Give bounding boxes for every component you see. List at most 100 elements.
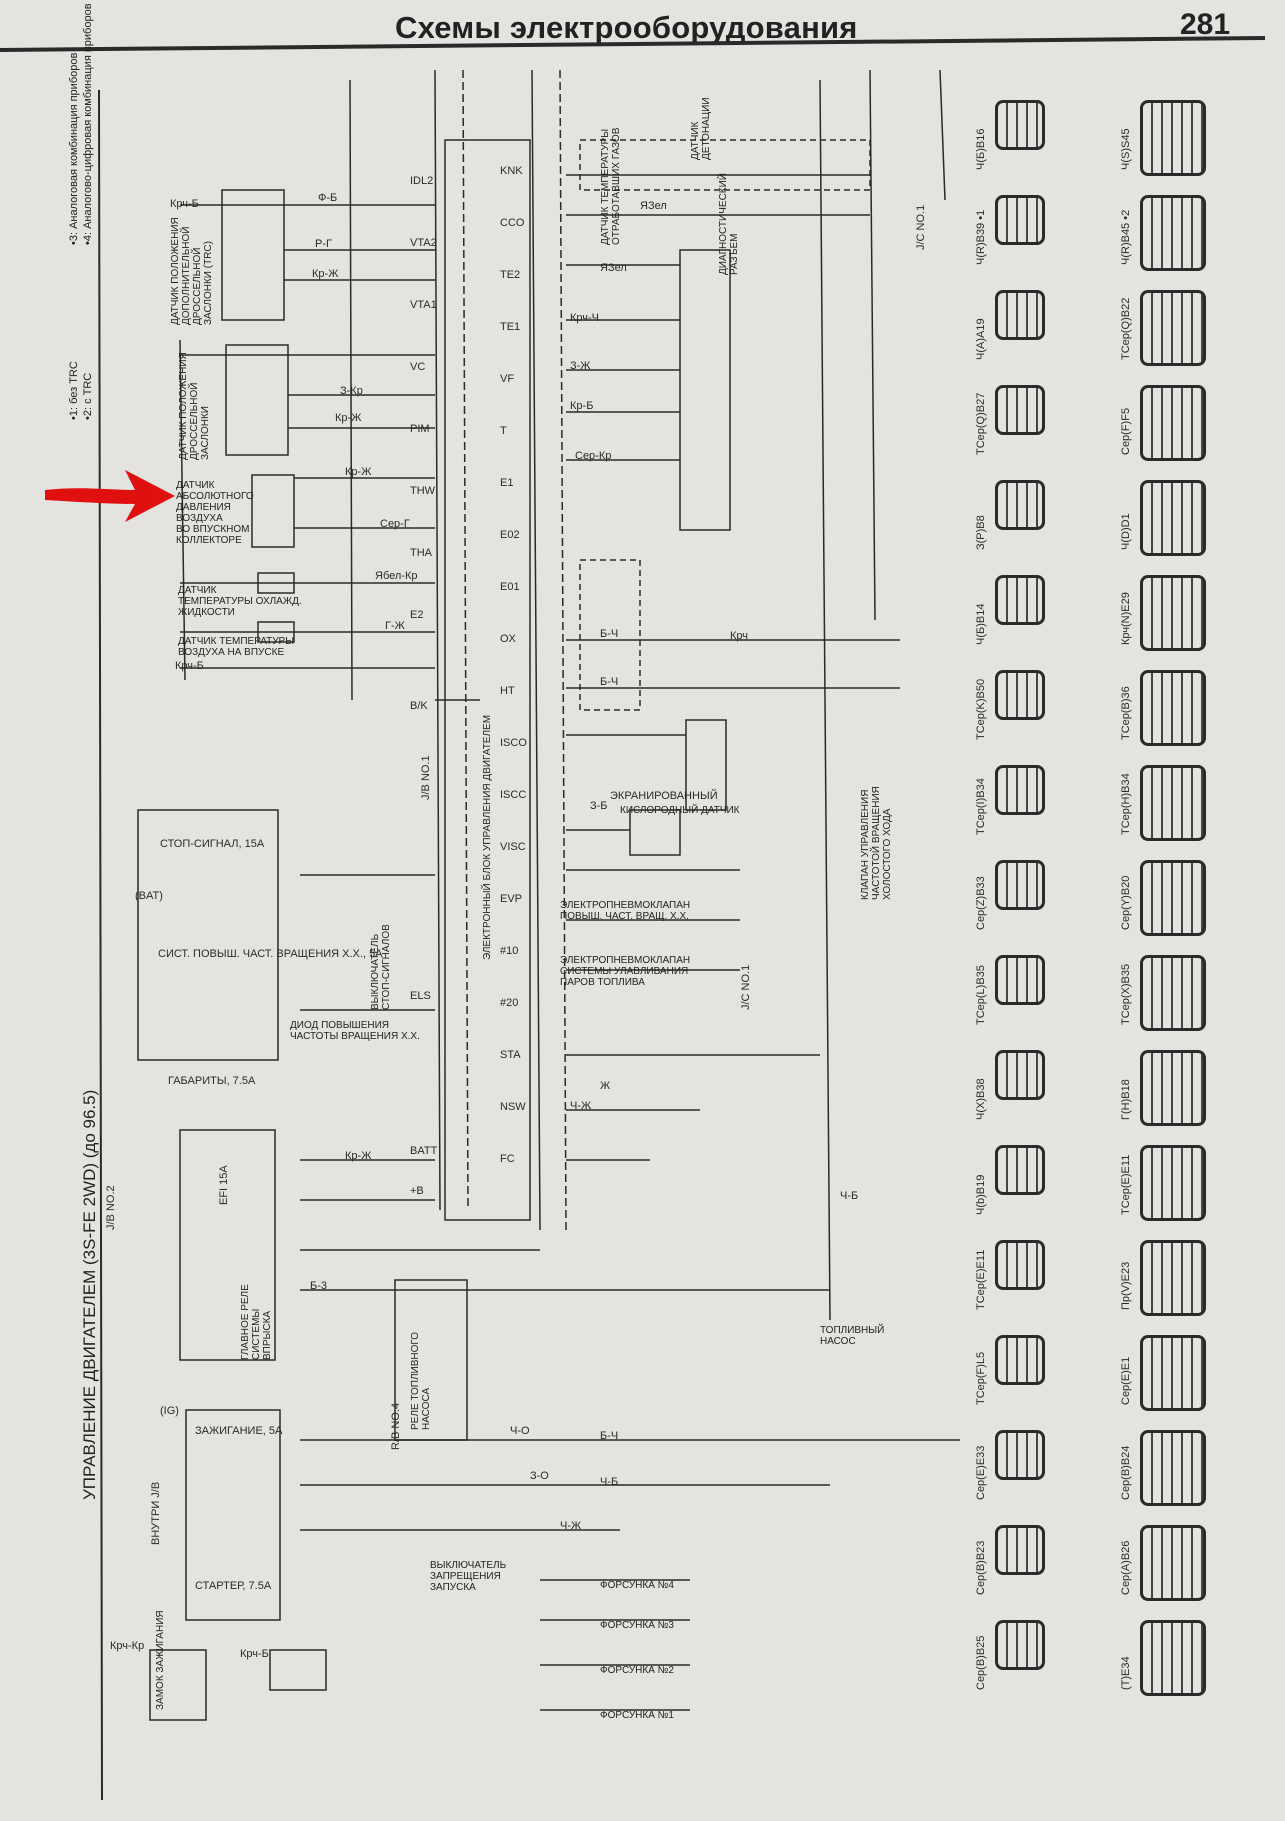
connector-label: Ч(X)B38: [975, 1078, 987, 1120]
connector-label: Сер(A)B26: [1120, 1540, 1132, 1595]
wire-color-label: Крч-Ч: [570, 312, 600, 324]
ecu-pin: OX: [500, 633, 516, 645]
connector-label: Ч(b)B19: [975, 1174, 987, 1215]
component-label: ДИОД ПОВЫШЕНИЯ ЧАСТОТЫ ВРАЩЕНИЯ Х.Х.: [290, 1020, 420, 1042]
connector-face-icon: [995, 195, 1045, 245]
component-label: ФОРСУНКА №1: [600, 1710, 674, 1721]
footnote: •1: без TRC: [68, 361, 80, 420]
fuse-label: (IG): [160, 1405, 179, 1417]
component-label: ЭЛЕКТРОННЫЙ БЛОК УПРАВЛЕНИЯ ДВИГАТЕЛЕМ: [482, 714, 493, 960]
ecu-pin: FC: [500, 1153, 515, 1165]
connector-face-icon: [995, 860, 1045, 910]
connector-label: Ч(R)B39 •1: [975, 209, 987, 265]
connector-face-icon: [995, 575, 1045, 625]
connector-face-icon: [995, 1050, 1045, 1100]
connector-label: ТСер(Q)B22: [1120, 297, 1132, 360]
connector-face-icon: [1140, 1430, 1206, 1506]
connector-label: Ч(Б)B16: [975, 128, 987, 170]
ecu-pin: KNK: [500, 165, 523, 177]
component-label: ФОРСУНКА №2: [600, 1665, 674, 1676]
component-label: ДИАГНОСТИЧЕСКИЙ РАЗЪЕМ: [718, 173, 740, 275]
ecu-pin: PIM: [410, 423, 430, 435]
fuse-label: ЗАЖИГАНИЕ, 5A: [195, 1425, 283, 1437]
connector-label: ТСер(E)E11: [1120, 1154, 1132, 1215]
connector-label: ТСер(X)B35: [1120, 963, 1132, 1025]
connector-label: Крч(N)E29: [1120, 592, 1132, 645]
connector-label: ТСер(L)B35: [975, 965, 987, 1025]
ecu-pin: #20: [500, 997, 519, 1009]
wire-color-label: Г-Ж: [385, 620, 405, 632]
component-label: ГЛАВНОЕ РЕЛЕ СИСТЕМЫ ВПРЫСКА: [240, 1284, 273, 1360]
connector-face-icon: [1140, 1620, 1206, 1696]
wire-color-label: Крч-Б: [170, 198, 199, 210]
wire-color-label: Кр-Ж: [345, 1150, 372, 1162]
ecu-pin: NSW: [500, 1101, 526, 1113]
wire-color-label: Ч-О: [510, 1425, 530, 1437]
connector-label: ТСер(I)B34: [975, 778, 987, 835]
connector-label: ТСер(Q)B27: [975, 392, 987, 455]
connector-face-icon: [995, 1525, 1045, 1575]
connector-label: Сер(Y)B20: [1120, 875, 1132, 930]
wire-color-label: Кр-Ж: [345, 466, 372, 478]
connector-label: (T)E34: [1120, 1656, 1132, 1690]
ecu-pin: THW: [410, 485, 436, 497]
wire-color-label: Крч-Кр: [110, 1640, 145, 1652]
connector-label: Г(H)B18: [1120, 1079, 1132, 1120]
ecu-pin: VISC: [500, 841, 526, 853]
ecu-pin: E01: [500, 581, 520, 593]
component-label: ЗАМОК ЗАЖИГАНИЯ: [155, 1610, 166, 1710]
connector-face-icon: [1140, 1335, 1206, 1411]
connector-label: Ч(Б)B14: [975, 603, 987, 645]
connector-label: Сер(Z)B33: [975, 876, 987, 930]
connector-label: Сер(E)E33: [975, 1445, 987, 1500]
component-label: РЕЛЕ ТОПЛИВНОГО НАСОСА: [410, 1331, 432, 1430]
connector-label: З(P)B8: [975, 515, 987, 550]
ecu-pin: VTA1: [410, 299, 437, 311]
connector-label: ТСер(E)E11: [975, 1249, 987, 1310]
wire-color-label: Ж: [600, 1080, 611, 1092]
wire-color-label: З-Кр: [340, 385, 363, 397]
component-label: ЭЛЕКТРОПНЕВМОКЛАПАН СИСТЕМЫ УЛАВЛИВАНИЯ …: [560, 955, 691, 988]
wire-color-label: З-О: [530, 1470, 549, 1482]
wire-color-label: Б-3: [310, 1280, 327, 1292]
ecu-pin: EVP: [500, 893, 523, 905]
ecu-pin: #10: [500, 945, 519, 957]
ecu-pin: E1: [500, 477, 514, 489]
ecu-pin: CCO: [500, 217, 525, 229]
wire-color-label: Сер-Кр: [575, 450, 612, 462]
footnote: •3: Аналоговая комбинация приборов: [68, 52, 80, 245]
connector-face-icon: [995, 670, 1045, 720]
connector-face-icon: [1140, 385, 1206, 461]
connector-label: ТСер(B)36: [1120, 686, 1132, 740]
ecu-pin: VTA2: [410, 237, 437, 249]
component-label: ДАТЧИК ПОЛОЖЕНИЯ ДРОССЕЛЬНОЙ ЗАСЛОНКИ: [178, 352, 211, 460]
wire-color-label: Б-Ч: [600, 628, 619, 640]
connector-face-icon: [1140, 575, 1206, 651]
component-label: ДАТЧИК АБСОЛЮТНОГО ДАВЛЕНИЯ ВОЗДУХА ВО В…: [176, 480, 254, 546]
block-label: J/B NO.1: [420, 755, 432, 800]
ecu-pin: THA: [410, 547, 432, 559]
ecu-pin: ISCO: [500, 737, 527, 749]
connector-face-icon: [1140, 480, 1206, 556]
connector-label: Сер(B)B24: [1120, 1445, 1132, 1500]
connector-face-icon: [995, 480, 1045, 530]
ecu-pin: VC: [410, 361, 426, 373]
ecu-pin: B/K: [410, 700, 428, 712]
connector-label: Ч(A)A19: [975, 318, 987, 360]
red-arrow-pointer: [45, 470, 175, 522]
component-label: ФОРСУНКА №4: [600, 1580, 674, 1591]
block-label: R/B NO.4: [390, 1402, 402, 1450]
wire-color-label: Р-Г: [315, 238, 332, 250]
connector-face-icon: [995, 765, 1045, 815]
component-label: ФОРСУНКА №3: [600, 1620, 674, 1631]
wire-color-label: З-Б: [590, 800, 608, 812]
connector-face-icon: [1140, 1240, 1206, 1316]
block-label: ВНУТРИ J/B: [150, 1481, 162, 1545]
wire-color-label: Ч-Ж: [560, 1520, 582, 1532]
connector-face-icon: [995, 1620, 1045, 1670]
component-label: ДАТЧИК ТЕМПЕРАТУРЫ ОТРАБОТАВШИХ ГАЗОВ: [600, 127, 622, 245]
ecu-pin: ELS: [410, 990, 431, 1002]
connector-face-icon: [995, 1145, 1045, 1195]
connector-label: Ч(S)S45: [1120, 128, 1132, 170]
component-label: ДАТЧИК ДЕТОНАЦИИ: [690, 97, 712, 160]
